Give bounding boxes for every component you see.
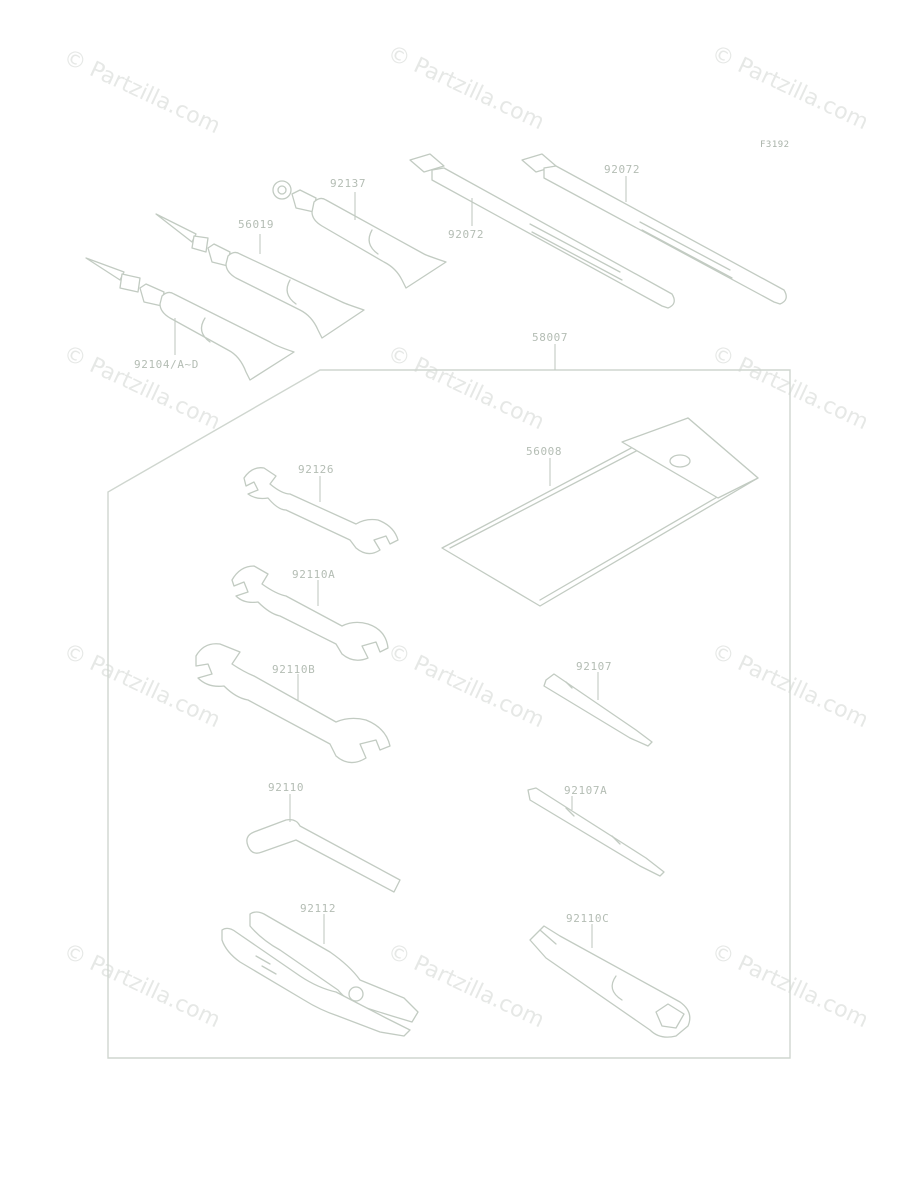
label-plug-wrench: 92110C [566,912,609,925]
wrench-1-part[interactable]: 92126 [243,463,399,555]
label-tube-mid: 56019 [238,218,274,231]
watermark: © Partzilla.com [59,341,223,435]
label-driver-2: 92107A [564,784,607,797]
hex-key-part[interactable]: 92110 [246,781,401,893]
label-wrench-3: 92110B [272,663,315,676]
cable-tie-right-part[interactable]: 92072 [521,153,787,305]
toolkit-frame: 58007 [107,331,791,1059]
cable-tie-left-part[interactable]: 92072 [409,153,675,309]
watermark: © Partzilla.com [383,41,547,135]
label-toolkit: 58007 [532,331,568,344]
watermark: © Partzilla.com [59,939,223,1033]
label-tool-bag: 56008 [526,445,562,458]
label-cable-tie-left: 92072 [448,228,484,241]
label-tube-large: 92104/A~D [134,358,199,371]
label-wrench-1: 92126 [298,463,334,476]
watermark: © Partzilla.com [707,41,871,135]
label-hex-key: 92110 [268,781,304,794]
tube-large-part[interactable]: 92104/A~D [85,257,295,381]
label-wrench-2: 92110A [292,568,335,581]
pliers-part[interactable]: 92112 [221,902,419,1037]
label-cable-tie-right: 92072 [604,163,640,176]
plug-wrench-part[interactable]: 92110C [529,912,691,1038]
label-pliers: 92112 [300,902,336,915]
watermark: © Partzilla.com [383,341,547,435]
driver-1-part[interactable]: 92107 [543,660,653,747]
wrench-2-part[interactable]: 92110A [231,565,389,661]
driver-2-part[interactable]: 92107A [527,784,665,877]
watermark: © Partzilla.com [59,45,223,139]
tube-small-part[interactable]: 92137 [272,177,447,289]
watermark: © Partzilla.com [383,639,547,733]
figure-code: F3192 [760,140,790,150]
label-tube-small: 92137 [330,177,366,190]
wrench-3-part[interactable]: 92110B [195,643,391,764]
label-driver-1: 92107 [576,660,612,673]
tube-mid-part[interactable]: 56019 [155,213,365,339]
tool-bag-part[interactable]: 56008 [441,417,759,607]
